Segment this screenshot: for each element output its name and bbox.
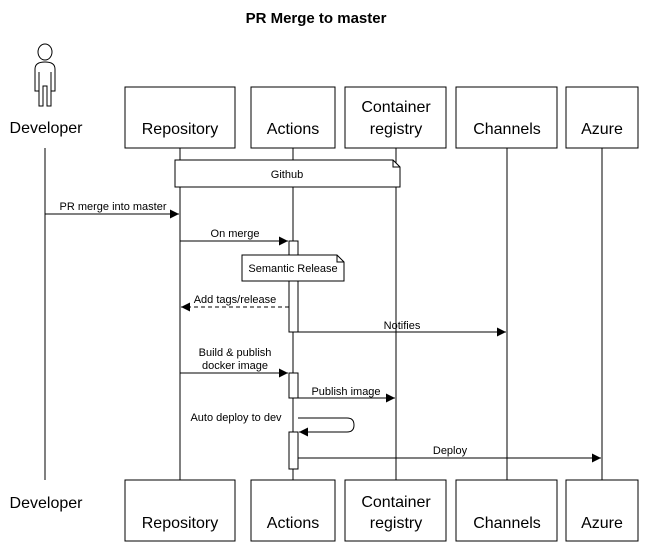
message-auto-deploy: Auto deploy to dev (190, 412, 282, 424)
participant-box-azure-bottom (565, 479, 639, 542)
message-on-merge: On merge (211, 228, 260, 240)
message-auto-deploy-arrow (298, 417, 355, 437)
participant-box-channels-top (455, 86, 558, 149)
message-build-publish-line1: Build & publish (199, 347, 272, 359)
participant-repository-bottom: Repository (142, 515, 218, 532)
activation-actions-2 (288, 372, 299, 399)
note-semantic-release (241, 254, 345, 282)
message-pr-merge: PR merge into master (60, 201, 167, 213)
participant-box-registry-bottom (344, 479, 447, 542)
note-github (174, 159, 401, 188)
participant-azure-bottom: Azure (581, 515, 623, 532)
note-semantic-release-fold (336, 255, 344, 263)
participant-channels-top: Channels (473, 121, 541, 138)
participant-developer-bottom: Developer (10, 495, 84, 512)
message-notifies: Notifies (384, 320, 421, 332)
diagram-title: PR Merge to master (246, 10, 387, 27)
participant-registry-top-line1: Container (361, 99, 431, 116)
note-github-fold (392, 160, 400, 168)
participant-box-channels-bottom (455, 479, 558, 542)
note-github-text: Github (271, 169, 303, 181)
participant-developer-top: Developer (10, 120, 84, 137)
participant-actions-bottom: Actions (267, 515, 319, 532)
participant-actions-top: Actions (267, 121, 319, 138)
participant-registry-top-line2: registry (370, 121, 422, 138)
message-deploy: Deploy (433, 445, 468, 457)
message-add-tags: Add tags/release (194, 294, 277, 306)
activation-actions-1 (288, 240, 299, 333)
participant-box-repository-top (124, 86, 236, 149)
note-semantic-release-text: Semantic Release (248, 263, 337, 275)
participant-registry-bottom-line2: registry (370, 515, 422, 532)
participant-repository-top: Repository (142, 121, 218, 138)
participant-box-actions-top (250, 86, 336, 149)
participant-box-repository-bottom (124, 479, 236, 542)
participant-registry-bottom-line1: Container (361, 494, 431, 511)
developer-actor-icon (34, 43, 56, 107)
activation-actions-3 (288, 431, 299, 470)
participant-channels-bottom: Channels (473, 515, 541, 532)
participant-azure-top: Azure (581, 121, 623, 138)
message-publish-image: Publish image (311, 386, 380, 398)
participant-box-actions-bottom (250, 479, 336, 542)
participant-box-azure-top (565, 86, 639, 149)
participant-box-registry-top (344, 86, 447, 149)
message-build-publish-line2: docker image (202, 360, 268, 372)
